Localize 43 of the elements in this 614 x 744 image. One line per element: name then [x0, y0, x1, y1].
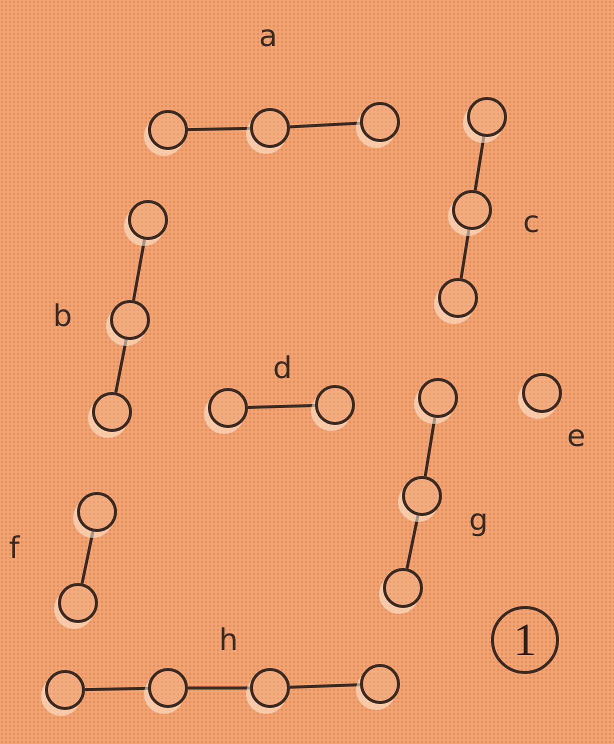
- group-letter: h: [219, 626, 238, 656]
- group-letter: b: [53, 302, 72, 332]
- connector-line: [474, 136, 486, 190]
- group-letter: c: [523, 208, 540, 238]
- connector-line: [188, 686, 250, 690]
- circled-number: 1: [491, 606, 559, 674]
- connector-line: [248, 404, 316, 409]
- connector-line: [424, 418, 436, 476]
- ring-circle: [128, 200, 168, 240]
- connector-line: [188, 126, 250, 132]
- ring-circle: [360, 664, 400, 704]
- group-letter: f: [9, 534, 20, 564]
- ring-circle: [467, 97, 507, 137]
- ring-circle: [360, 102, 400, 142]
- ring-circle: [250, 668, 290, 708]
- ring-circle: [58, 583, 98, 623]
- ring-circle: [110, 300, 150, 340]
- group-letter: g: [469, 506, 488, 536]
- ring-circle: [208, 388, 248, 428]
- connector-line: [460, 230, 470, 278]
- ring-circle: [383, 568, 423, 608]
- connector-line: [84, 686, 148, 692]
- ring-circle: [92, 392, 132, 432]
- ring-circle: [438, 278, 478, 318]
- group-letter: d: [273, 354, 292, 384]
- connector-line: [132, 239, 146, 301]
- ring-circle: [148, 668, 188, 708]
- ring-circle: [418, 378, 458, 418]
- connector-line: [406, 515, 420, 569]
- connector-line: [80, 531, 94, 584]
- connector-line: [290, 683, 360, 689]
- ring-circle: [402, 476, 442, 516]
- ring-circle: [250, 108, 290, 148]
- group-letter: a: [259, 22, 278, 52]
- ring-circle: [77, 492, 117, 532]
- group-letter: e: [567, 422, 586, 452]
- connector-line: [290, 122, 360, 128]
- ring-circle: [45, 670, 85, 710]
- ring-circle: [522, 373, 562, 413]
- ring-circle: [315, 385, 355, 425]
- ring-circle: [452, 190, 492, 230]
- ring-circle: [148, 110, 188, 150]
- connector-line: [114, 339, 128, 393]
